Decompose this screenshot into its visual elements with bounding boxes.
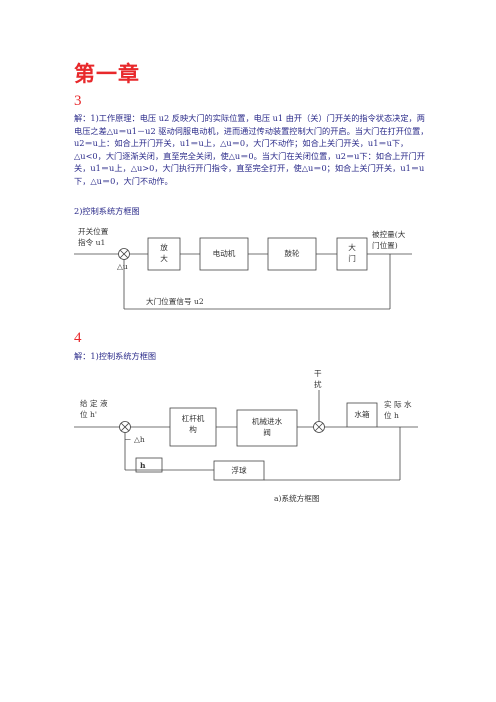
problem-3-number: 3 [74,93,82,109]
door-delta-label: △u [117,262,128,271]
tank-label: 水箱 [354,410,370,419]
float-block [213,460,265,481]
door-input-label: 开关位置 指令 u1 [78,227,109,247]
problem-4-subheading: 解：1)控制系统方框图 [74,351,157,361]
drum-label: 鼓轮 [284,249,300,258]
valve-block [236,409,298,447]
problem-3-paragraph: 解：1)工作原理：电压 u2 反映大门的实际位置，电压 u1 由开（关）门开关的… [74,113,429,186]
diagram-caption: a)系统方框图 [274,494,320,503]
level-output-label: 实 际 水 位 h [384,400,412,420]
h-box-label: h [140,461,146,470]
h-box [135,457,163,473]
chapter-title: 第一章 [74,62,140,86]
problem-4-number: 4 [74,330,82,346]
tank-block [346,402,378,428]
valve-label: 机械进水 阀 [251,417,283,437]
lever-label: 杠杆机 构 [181,414,205,434]
door-output-label: 被控量(大 门位置) [372,230,406,250]
level-input-label: 给 定 液 位 h' [80,399,108,419]
amplifier-label: 放 大 [160,243,168,263]
door-feedback-label: 大门位置信号 u2 [146,297,204,306]
motor-label: 电动机 [212,249,236,258]
door-label: 大 门 [348,243,356,263]
problem-3-subheading: 2)控制系统方框图 [74,206,140,216]
float-label: 浮球 [231,466,247,475]
level-delta-label: － △h [124,435,145,444]
problem-3-text: 解：1)工作原理：电压 u2 反映大门的实际位置，电压 u1 由开（关）门开关的… [74,112,430,187]
disturbance-label: 干 扰 [314,369,322,389]
